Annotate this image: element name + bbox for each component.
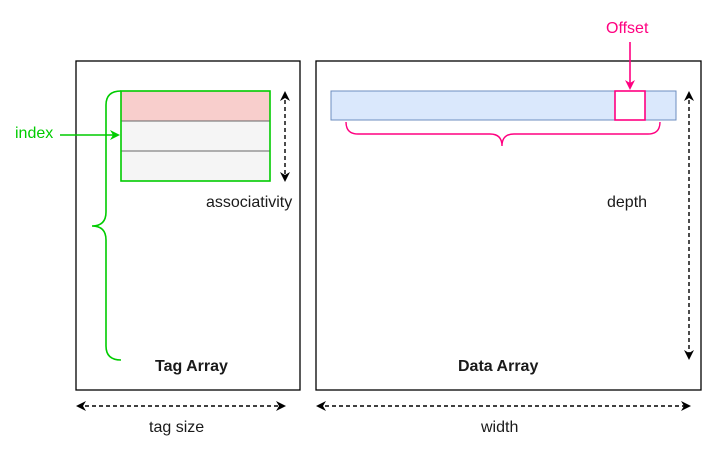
index-label: index [15,125,54,142]
tag-array-title: Tag Array [155,358,228,375]
tag-row [120,150,271,182]
tag-row-highlighted [120,90,271,122]
width-brace [345,121,661,147]
associativity-label: associativity [206,194,293,211]
width-label: width [481,419,519,436]
data-array-title: Data Array [458,358,539,375]
tag-rows-selection [120,90,271,182]
depth-label: depth [607,194,648,211]
tag-size-label: tag size [149,419,205,436]
offset-cell [614,90,646,121]
tag-row [120,120,271,152]
offset-label: Offset [606,20,649,37]
index-brace [91,90,122,361]
